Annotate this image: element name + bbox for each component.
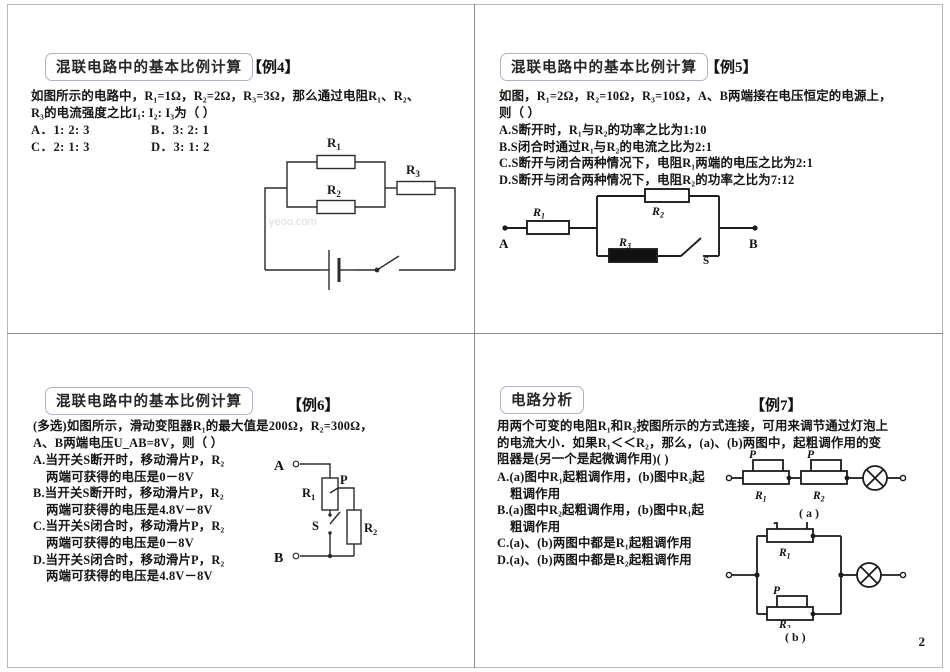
slide-4-question-line-1: 用两个可变的电阻R₁和R₂按图所示的方式连接，可用来调节通过灯泡上 bbox=[497, 419, 889, 433]
slide-3-option-a-cont: 两端可获得的电压是0－8V bbox=[46, 469, 194, 484]
grid-vertical-divider bbox=[474, 4, 475, 668]
slide-3-question-line-1: (多选)如图所示，滑动变阻器R₁的最大值是200Ω，R₂=300Ω， bbox=[33, 419, 373, 433]
slide-2-circuit-diagram: R1 R2 R3 S A B bbox=[497, 188, 767, 268]
slide-2-label-a: A bbox=[499, 236, 509, 251]
slide-4-topic-chip: 电路分析 bbox=[500, 386, 584, 414]
slide-4-b-label-p2: P bbox=[773, 585, 781, 597]
slide-4-question-line-2: 的电流大小．如果R₁＜＜R₂，那么，(a)、(b)两图中，起粗调作用的变 bbox=[497, 435, 882, 450]
slide-4-figure-b-caption: ( b ) bbox=[785, 630, 806, 644]
slide-3-topic-chip: 混联电路中的基本比例计算 bbox=[45, 387, 253, 415]
slide-4-question: 用两个可变的电阻R₁和R₂按图所示的方式连接，可用来调节通过灯泡上 的电流大小．… bbox=[497, 418, 888, 468]
slide-2-option-b[interactable]: B.S闭合时通过R₁与R₂的电流之比为2:1 bbox=[499, 139, 713, 154]
slide-2-label-s: S bbox=[703, 255, 709, 267]
slide-1-options: A．1: 2: 3 B．3: 2: 1 C．2: 1: 3 D．3: 1: 2 bbox=[31, 122, 210, 156]
slide-1-option-row-2: C．2: 1: 3 D．3: 1: 2 bbox=[31, 139, 210, 156]
slide-4-a-label-r1: R1 bbox=[754, 490, 767, 504]
slide-2-label-r2: R2 bbox=[651, 204, 664, 220]
slide-2-question-line-2: 则（ ） bbox=[499, 105, 541, 120]
slide-1-option-a[interactable]: A．1: 2: 3 bbox=[31, 123, 90, 137]
slide-3-example-label: 【例6】 bbox=[287, 398, 340, 414]
slide-example-6: 混联电路中的基本比例计算 【例6】 (多选)如图所示，滑动变阻器R₁的最大值是2… bbox=[7, 334, 474, 668]
slide-3-label-b: B bbox=[274, 551, 283, 566]
slide-3-option-b[interactable]: B.当开关S断开时，移动滑片P，R₂ bbox=[33, 486, 224, 501]
slide-4-a-label-r2: R2 bbox=[812, 490, 825, 504]
grid-outer-border bbox=[7, 4, 943, 668]
slide-2-option-c[interactable]: C.S断开与闭合两种情况下，电阻R₁两端的电压之比为2:1 bbox=[499, 156, 814, 171]
watermark: yeoo.com bbox=[269, 216, 317, 228]
slide-1-topic-chip: 混联电路中的基本比例计算 bbox=[45, 53, 253, 81]
slide-3-label-s: S bbox=[312, 519, 319, 533]
slide-4-option-b-cont: 粗调作用 bbox=[510, 519, 561, 534]
slide-3-option-c-cont: 两端可获得的电压是0－8V bbox=[46, 535, 194, 550]
slide-3-options: A.当开关S断开时，移动滑片P，R₂ 两端可获得的电压是0－8V B.当开关S断… bbox=[33, 452, 224, 585]
grid-horizontal-divider bbox=[7, 333, 943, 334]
slide-4-option-a-cont: 粗调作用 bbox=[510, 486, 561, 501]
slide-4-a-label-p2: P bbox=[807, 449, 815, 461]
slide-3-label-r1: R1 bbox=[302, 486, 315, 502]
slide-3-option-c[interactable]: C.当开关S闭合时，移动滑片P，R₂ bbox=[33, 519, 225, 534]
slide-1-option-row-1: A．1: 2: 3 B．3: 2: 1 bbox=[31, 122, 210, 139]
slide-1-label-r1: R1 bbox=[327, 135, 341, 152]
page-number: 2 bbox=[918, 634, 926, 649]
slide-1-option-d[interactable]: D．3: 1: 2 bbox=[151, 140, 210, 154]
slide-2-options: A.S断开时，R₁与R₂的功率之比为1:10 B.S闭合时通过R₁与R₂的电流之… bbox=[499, 122, 813, 188]
slide-3-option-b-cont: 两端可获得的电压是4.8V－8V bbox=[46, 502, 213, 517]
slide-2-option-d[interactable]: D.S断开与闭合两种情况下，电阻R₂的功率之比为7:12 bbox=[499, 172, 795, 187]
slide-4-b-label-r1: R1 bbox=[778, 547, 791, 561]
slide-1-question-line-2: R₃的电流强度之比I₁: I₂: I₃为（ ） bbox=[31, 105, 216, 120]
slide-2-label-r3: R3 bbox=[618, 235, 631, 251]
slide-4-option-a[interactable]: A.(a)图中R₁起粗调作用，(b)图中R₂起 bbox=[497, 470, 705, 484]
slide-4-figure-a-caption: ( a ) bbox=[799, 506, 819, 520]
slide-4-circuit-a: P P R1 R2 ( a ) bbox=[723, 438, 923, 520]
slide-3-label-a: A bbox=[274, 459, 285, 474]
slide-1-option-b[interactable]: B．3: 2: 1 bbox=[151, 123, 210, 137]
slide-4-b-label-r2: R2 bbox=[778, 619, 791, 628]
slide-3-question-line-2: A、B两端电压U_AB=8V，则（ ） bbox=[33, 435, 224, 450]
slide-2-example-label: 【例5】 bbox=[705, 60, 758, 76]
slide-4-option-b[interactable]: B.(a)图中R₂起粗调作用，(b)图中R₁起 bbox=[497, 503, 705, 518]
slide-4-circuit-b: P P R1 R2 ( b ) bbox=[723, 522, 923, 644]
slide-example-4: 混联电路中的基本比例计算 【例4】 如图所示的电路中，R₁=1Ω，R₂=2Ω，R… bbox=[7, 4, 474, 333]
slide-4-question-line-3: 阻器是(另一个是起微调作用)( ) bbox=[497, 452, 669, 467]
slide-3-option-d-cont: 两端可获得的电压是4.8V－8V bbox=[46, 569, 213, 584]
slide-2-option-a[interactable]: A.S断开时，R₁与R₂的功率之比为1:10 bbox=[499, 123, 707, 137]
slide-3-question: (多选)如图所示，滑动变阻器R₁的最大值是200Ω，R₂=300Ω， A、B两端… bbox=[33, 418, 373, 451]
slide-2-question-line-1: 如图，R₁=2Ω，R₂=10Ω，R₃=10Ω，A、B两端接在电压恒定的电源上， bbox=[499, 89, 892, 103]
slide-1-label-r2: R2 bbox=[327, 182, 341, 199]
slide-grid bbox=[7, 4, 943, 668]
slide-2-question: 如图，R₁=2Ω，R₂=10Ω，R₃=10Ω，A、B两端接在电压恒定的电源上， … bbox=[499, 88, 892, 121]
slide-4-example-label: 【例7】 bbox=[750, 398, 803, 414]
slide-1-circuit-diagram: R1 R2 R3 bbox=[259, 130, 477, 295]
slide-1-question-line-1: 如图所示的电路中，R₁=1Ω，R₂=2Ω，R₃=3Ω，那么通过电阻R₁、R₂、 bbox=[31, 89, 420, 103]
slide-3-option-d[interactable]: D.当开关S闭合时，移动滑片P，R₂ bbox=[33, 552, 225, 567]
slide-1-question: 如图所示的电路中，R₁=1Ω，R₂=2Ω，R₃=3Ω，那么通过电阻R₁、R₂、 … bbox=[31, 88, 420, 121]
slide-2-label-r1: R1 bbox=[532, 205, 545, 221]
slide-1-example-label: 【例4】 bbox=[247, 60, 300, 76]
slide-2-topic-chip: 混联电路中的基本比例计算 bbox=[500, 53, 708, 81]
slide-3-label-p: P bbox=[340, 473, 348, 487]
slide-example-7: 电路分析 【例7】 用两个可变的电阻R₁和R₂按图所示的方式连接，可用来调节通过… bbox=[475, 334, 943, 668]
slide-4-option-c[interactable]: C.(a)、(b)两图中都是R₁起粗调作用 bbox=[497, 536, 692, 551]
slide-4-b-label-p1: P bbox=[773, 522, 781, 527]
slide-3-option-a[interactable]: A.当开关S断开时，移动滑片P，R₂ bbox=[33, 453, 225, 467]
slide-3-label-r2: R2 bbox=[364, 521, 377, 537]
slide-1-label-r3: R3 bbox=[406, 162, 420, 179]
slide-4-a-label-p1: P bbox=[749, 449, 757, 461]
slide-example-5: 混联电路中的基本比例计算 【例5】 如图，R₁=2Ω，R₂=10Ω，R₃=10Ω… bbox=[475, 4, 943, 333]
slide-4-options: A.(a)图中R₁起粗调作用，(b)图中R₂起 粗调作用 B.(a)图中R₂起粗… bbox=[497, 469, 705, 569]
slide-3-circuit-diagram: A B R1 R2 P S bbox=[262, 452, 457, 602]
slide-2-label-b: B bbox=[749, 236, 758, 251]
slide-4-option-d[interactable]: D.(a)、(b)两图中都是R₂起粗调作用 bbox=[497, 552, 692, 567]
slide-1-option-c[interactable]: C．2: 1: 3 bbox=[31, 140, 90, 154]
